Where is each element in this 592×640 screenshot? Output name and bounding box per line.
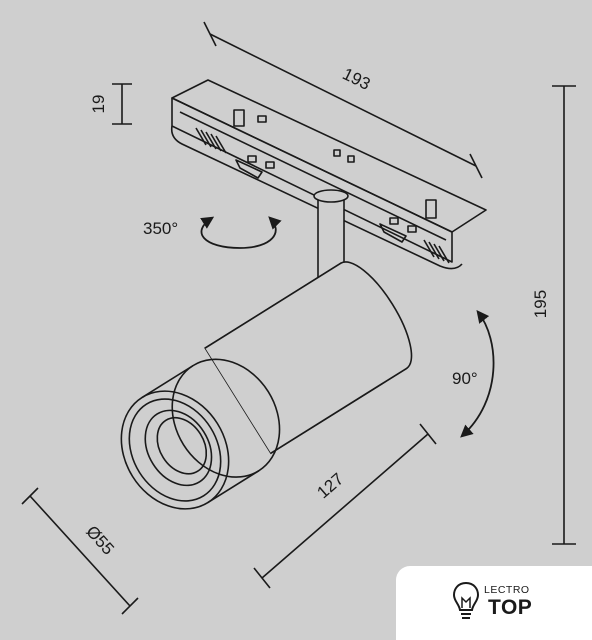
label-track-height: 19 [89,95,108,114]
brand-logo: LECTRO TOP [396,566,592,640]
label-vertical-rotation: 90° [452,369,478,388]
vent-right [423,239,450,264]
vertical-rotation-arrow [460,310,495,438]
track-adapter [170,79,487,270]
logo-text-top: LECTRO [484,584,530,596]
spot-body [120,261,413,510]
lightbulb-icon [452,581,480,619]
logo-text-bottom: TOP [488,596,533,619]
label-horizontal-rotation: 350° [143,219,178,238]
vent-left [195,127,227,154]
dimension-lines [21,21,576,615]
horizontal-rotation-arrow [200,216,282,249]
label-total-height: 195 [531,290,550,318]
